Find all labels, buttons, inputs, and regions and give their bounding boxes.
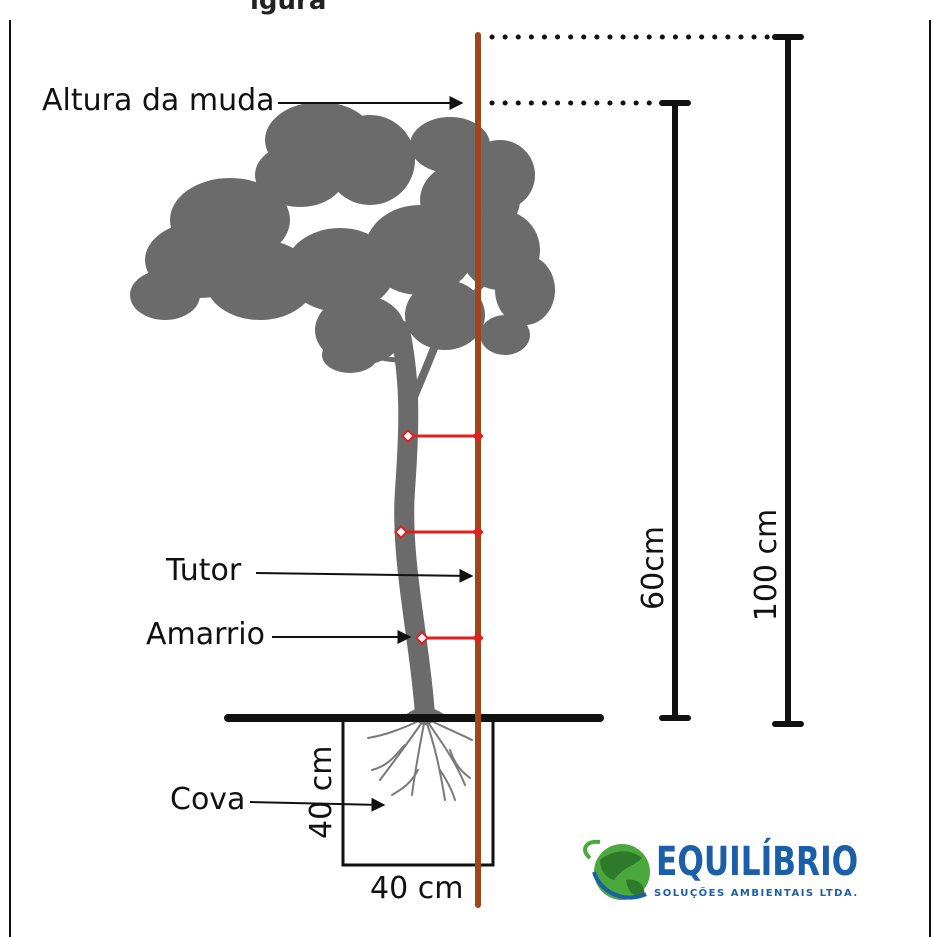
company-logo: EQUILÍBRIO SOLUÇÕES AMBIENTAIS LTDA.: [588, 842, 858, 912]
label-height-60cm: 60cm: [636, 526, 671, 610]
trunk-base-flare: [405, 707, 445, 715]
label-tutor: Tutor: [166, 553, 242, 588]
cova-pit: [341, 718, 495, 867]
label-height-100cm: 100 cm: [749, 508, 784, 622]
label-cova: Cova: [170, 782, 246, 817]
globe-icon: [583, 839, 650, 900]
tree-trunk: [316, 217, 503, 725]
label-amarrio: Amarrio: [146, 617, 265, 652]
logo-name: EQUILÍBRIO: [656, 839, 859, 885]
arrow-cova: [249, 797, 386, 812]
label-cova-depth: 40 cm: [304, 745, 339, 839]
figure-title-fragment: igura: [250, 0, 327, 16]
dimension-100cm: [772, 34, 804, 727]
tie-1: [400, 428, 484, 444]
label-cova-width: 40 cm: [370, 871, 464, 906]
tie-2: [393, 524, 484, 540]
tie-3: [414, 630, 484, 646]
logo-subtitle: SOLUÇÕES AMBIENTAIS LTDA.: [654, 888, 859, 899]
arrow-tutor: [255, 568, 474, 583]
dimension-60cm: [659, 100, 691, 721]
tree-roots: [367, 717, 473, 801]
label-altura-da-muda: Altura da muda: [42, 83, 275, 118]
